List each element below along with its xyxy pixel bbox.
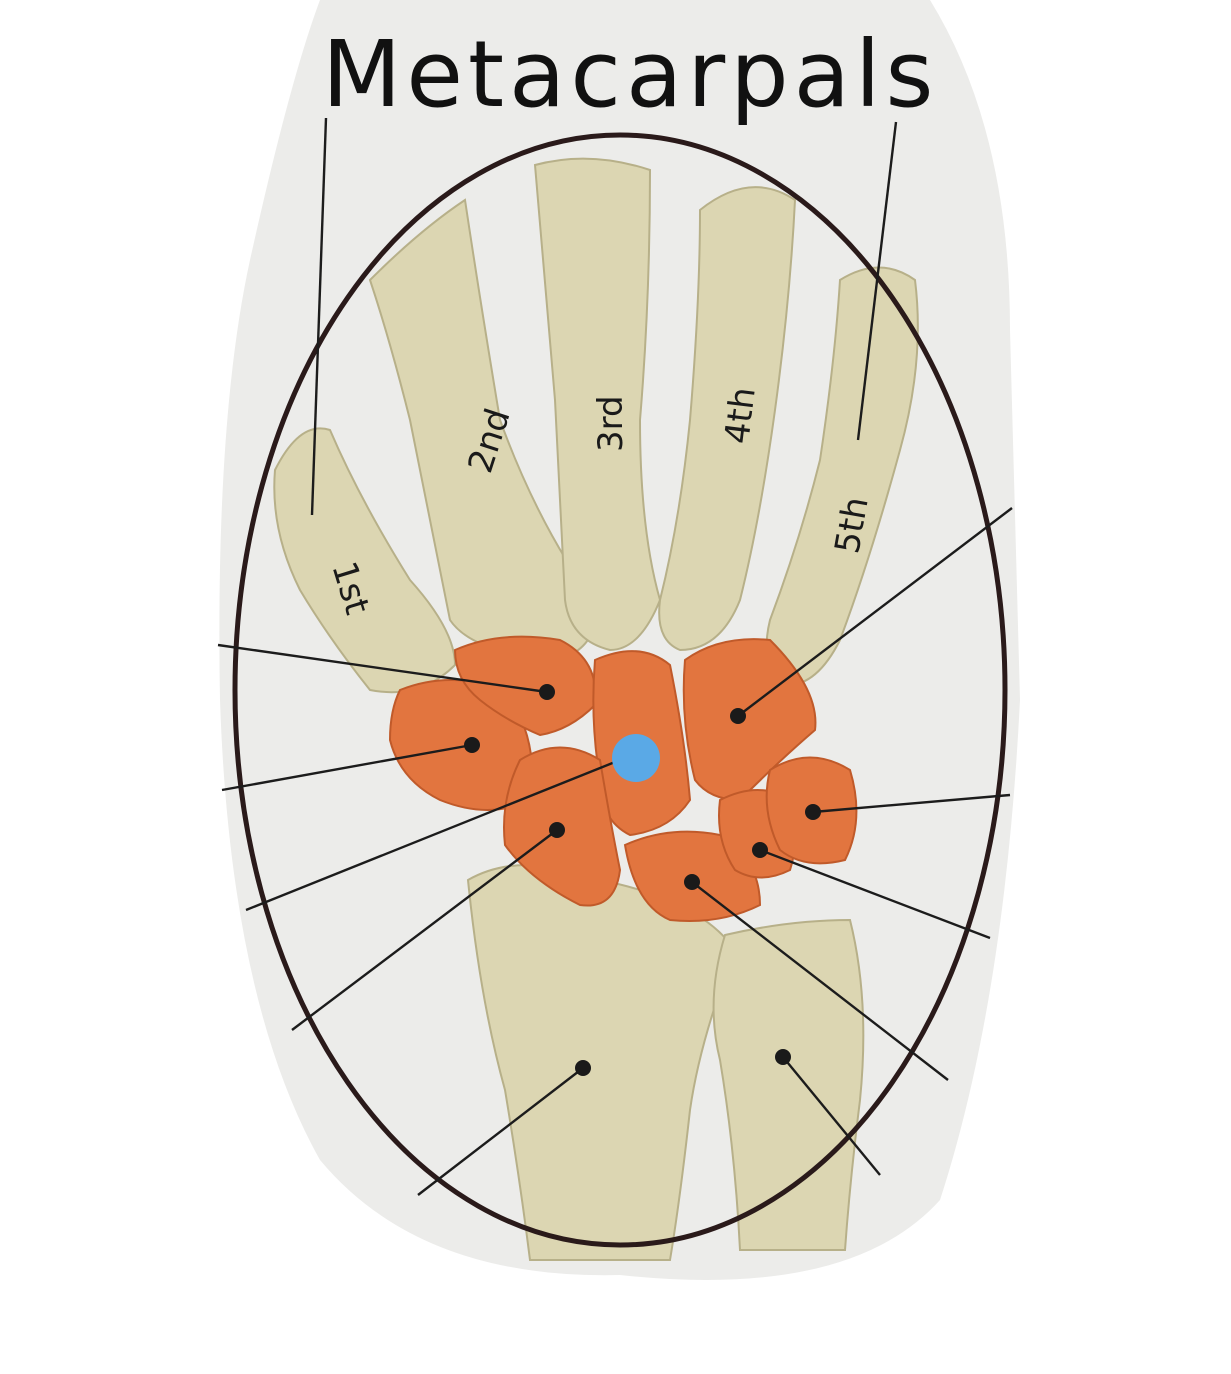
ulna-bone bbox=[712, 918, 865, 1251]
metacarpal-3-bone bbox=[533, 157, 662, 652]
leader-lines bbox=[217, 507, 1013, 1196]
leader-line-2 bbox=[221, 743, 473, 792]
metacarpal-leader-right bbox=[856, 121, 898, 441]
leader-line-10 bbox=[782, 1056, 881, 1176]
leader-line-3 bbox=[245, 758, 621, 912]
wrist-outline-ellipse bbox=[232, 132, 1008, 1248]
metacarpal-4-bone bbox=[658, 186, 797, 652]
blue-marker-dot[interactable] bbox=[612, 734, 660, 782]
leader-line-4 bbox=[291, 829, 558, 1031]
leader-dot-5 bbox=[575, 1060, 591, 1076]
metacarpal-label-4th: 4th bbox=[717, 385, 764, 446]
trapezoid-bone bbox=[453, 635, 597, 737]
leader-dot-9 bbox=[684, 874, 700, 890]
leader-dot-6 bbox=[730, 708, 746, 724]
leader-dot-2 bbox=[464, 737, 480, 753]
metacarpal-1-bone bbox=[273, 427, 457, 694]
metacarpal-leader-left bbox=[310, 117, 328, 516]
leader-line-1 bbox=[217, 643, 548, 694]
diagram-title: Metacarpals bbox=[322, 21, 938, 128]
leader-line-7 bbox=[812, 793, 1011, 814]
leader-dot-10 bbox=[775, 1049, 791, 1065]
metacarpal-label-5th: 5th bbox=[827, 494, 876, 557]
metacarpal-label-3rd: 3rd bbox=[591, 395, 631, 452]
leader-dot-8 bbox=[752, 842, 768, 858]
metacarpal-5-bone bbox=[765, 266, 919, 687]
leader-line-6 bbox=[737, 507, 1013, 717]
leader-dot-4 bbox=[549, 822, 565, 838]
hamate-bone bbox=[682, 638, 817, 802]
leader-line-9 bbox=[691, 881, 949, 1081]
leader-line-5 bbox=[417, 1067, 584, 1196]
leader-dot-1 bbox=[539, 684, 555, 700]
leader-line-8 bbox=[759, 848, 991, 940]
leader-dot-7 bbox=[805, 804, 821, 820]
